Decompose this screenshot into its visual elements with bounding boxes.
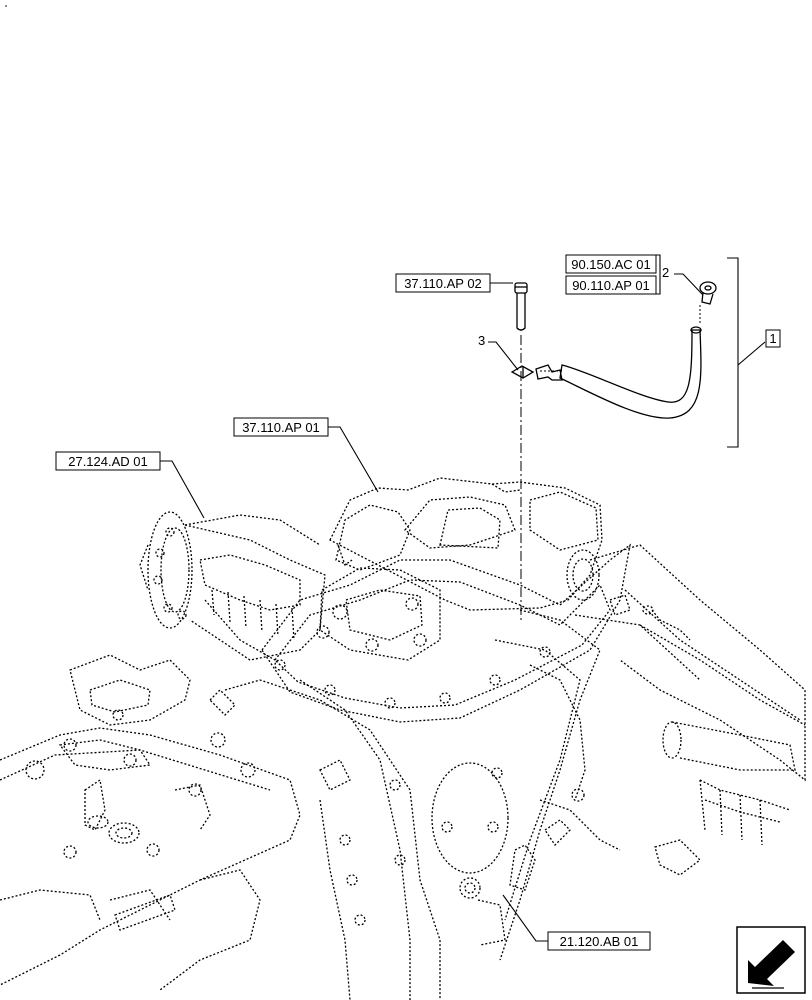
axle-housing-assembly xyxy=(0,477,806,1000)
group-bracket xyxy=(727,257,739,448)
svg-text:27.124.AD 01: 27.124.AD 01 xyxy=(68,454,148,469)
view-direction-arrow-icon xyxy=(736,926,806,994)
ref-90-110-ap-01[interactable]: 90.110.AP 01 xyxy=(565,275,657,295)
svg-text:21.120.AB 01: 21.120.AB 01 xyxy=(560,934,639,949)
callout-item-3[interactable]: 3 xyxy=(478,333,485,348)
cable-clip-part xyxy=(510,365,535,379)
ref-37-110-ap-02[interactable]: 37.110.AP 02 xyxy=(395,273,491,293)
svg-text:90.150.AC 01: 90.150.AC 01 xyxy=(571,257,651,272)
corner-dot xyxy=(5,5,7,7)
callout-item-2[interactable]: 2 xyxy=(662,265,669,280)
ground-cable-part xyxy=(535,305,702,419)
ref-37-110-ap-01[interactable]: 37.110.AP 01 xyxy=(233,417,329,437)
svg-text:37.110.AP 02: 37.110.AP 02 xyxy=(404,276,482,291)
ref-group-bracket xyxy=(656,254,661,295)
callout-item-1[interactable]: 1 xyxy=(765,329,781,348)
ref-90-150-ac-01[interactable]: 90.150.AC 01 xyxy=(565,254,657,274)
ref-27-124-ad-01[interactable]: 27.124.AD 01 xyxy=(55,451,161,471)
ring-terminal-part xyxy=(699,281,717,305)
svg-text:3: 3 xyxy=(478,333,485,348)
svg-text:1: 1 xyxy=(769,331,776,346)
svg-text:90.110.AP 01: 90.110.AP 01 xyxy=(572,278,650,293)
svg-text:37.110.AP 01: 37.110.AP 01 xyxy=(242,420,320,435)
bolt-part xyxy=(514,282,528,331)
ref-21-120-ab-01[interactable]: 21.120.AB 01 xyxy=(547,931,651,951)
svg-text:2: 2 xyxy=(662,265,669,280)
